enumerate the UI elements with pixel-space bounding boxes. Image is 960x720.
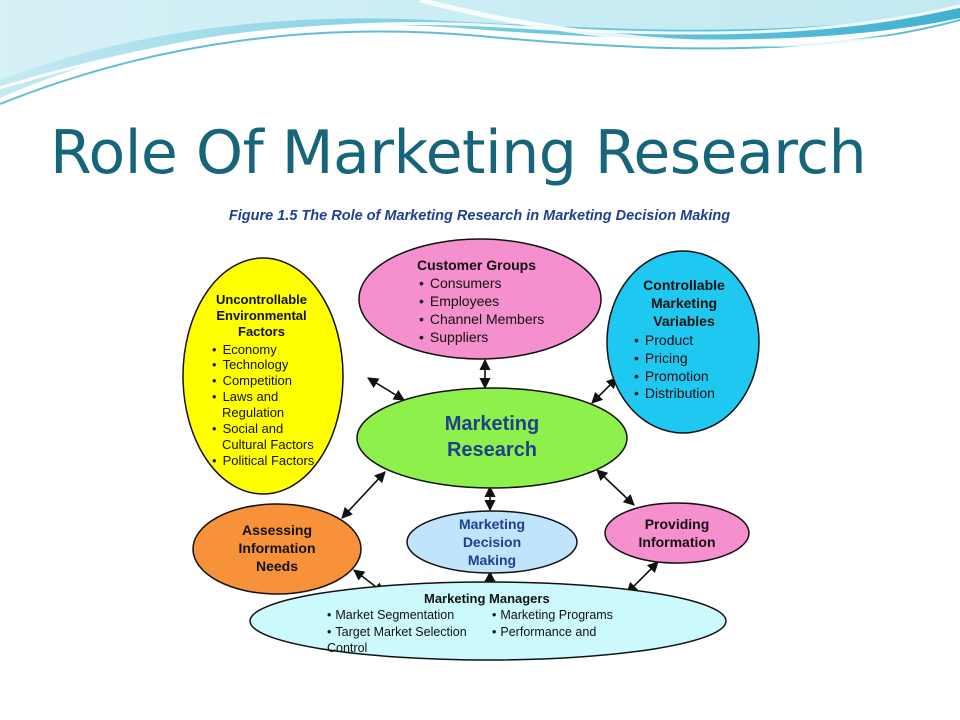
marketing-managers-heading: Marketing Managers <box>424 591 550 606</box>
customer-group-item: Suppliers <box>419 329 544 347</box>
arrow-providing-managers <box>626 561 659 594</box>
providing-information-node <box>604 502 750 564</box>
decision-line: Decision <box>462 533 522 550</box>
controllable-variable-item: Product <box>634 332 734 350</box>
uncontrollable-factor-item: Social and <box>212 421 319 437</box>
slide-title: Role Of Marketing Research <box>50 118 867 188</box>
assessing-needs-node <box>192 503 362 595</box>
manager-task-trailing: Control <box>327 641 368 655</box>
customer-groups-label: Customer Groups Consumers Employees Chan… <box>417 257 544 347</box>
uncontrollable-factor-item: Economy <box>212 342 319 358</box>
uncontrollable-heading-line: Environmental <box>216 307 307 323</box>
controllable-variable-item: Promotion <box>634 368 734 386</box>
uncontrollable-factor-item: Laws and <box>212 389 319 405</box>
marketing-managers-node <box>249 581 727 661</box>
controllable-heading-line: Variables <box>653 312 715 329</box>
decision-making-node <box>406 510 578 574</box>
customer-group-item: Employees <box>419 293 544 311</box>
providing-line: Information <box>638 533 716 550</box>
controllable-heading-line: Controllable <box>643 277 725 293</box>
uncontrollable-factor-item: Technology <box>212 357 319 373</box>
uncontrollable-heading-line: Uncontrollable <box>215 292 307 307</box>
uncontrollable-factor-continuation: Regulation <box>222 405 285 421</box>
assessing-line: Assessing <box>241 522 313 538</box>
uncontrollable-heading-line: Factors <box>238 323 285 339</box>
assessing-needs-label: Assessing Information Needs <box>217 522 337 576</box>
controllable-variable-item: Pricing <box>634 350 734 368</box>
customer-group-item: Consumers <box>419 275 544 293</box>
controllable-variable-item: Distribution <box>634 385 734 403</box>
manager-task-item: Target Market Selection <box>327 624 466 640</box>
arrow-research-providing <box>596 469 635 506</box>
manager-task-item: Market Segmentation <box>327 607 454 623</box>
providing-line: Providing <box>644 516 710 532</box>
marketing-research-label: Marketing Research <box>412 411 572 463</box>
arrow-uncontrollable-research <box>367 377 405 401</box>
manager-task-item: Performance and <box>492 624 596 640</box>
decision-making-label: Marketing Decision Making <box>432 516 552 570</box>
uncontrollable-factors-label: Uncontrollable Environmental Factors Eco… <box>212 292 319 468</box>
uncontrollable-factor-continuation: Cultural Factors <box>222 436 314 452</box>
controllable-heading-line: Marketing <box>650 294 718 311</box>
marketing-research-line: Research <box>446 439 538 461</box>
manager-task-item: Marketing Programs <box>492 607 613 623</box>
arrow-controllable-research <box>591 377 618 404</box>
assessing-line: Needs <box>255 557 299 574</box>
customer-groups-heading: Customer Groups <box>417 257 537 273</box>
controllable-variables-label: Controllable Marketing Variables Product… <box>634 277 734 403</box>
marketing-research-line: Marketing <box>444 413 540 435</box>
marketing-research-node <box>356 387 628 489</box>
arrow-research-assessing <box>341 471 386 519</box>
decision-line: Making <box>467 551 517 568</box>
role-of-marketing-research-figure: Figure 1.5 The Role of Marketing Researc… <box>172 200 787 670</box>
header-wave-banner <box>0 0 960 105</box>
marketing-managers-label: Marketing Managers Market Segmentation M… <box>172 200 787 670</box>
decision-line: Marketing <box>458 516 526 532</box>
figure-caption: Figure 1.5 The Role of Marketing Researc… <box>228 208 731 224</box>
uncontrollable-factor-item: Competition <box>212 373 319 389</box>
customer-group-item: Channel Members <box>419 311 544 329</box>
assessing-line: Information <box>238 539 316 556</box>
uncontrollable-factor-item: Political Factors <box>212 453 319 469</box>
providing-information-label: Providing Information <box>617 516 737 552</box>
